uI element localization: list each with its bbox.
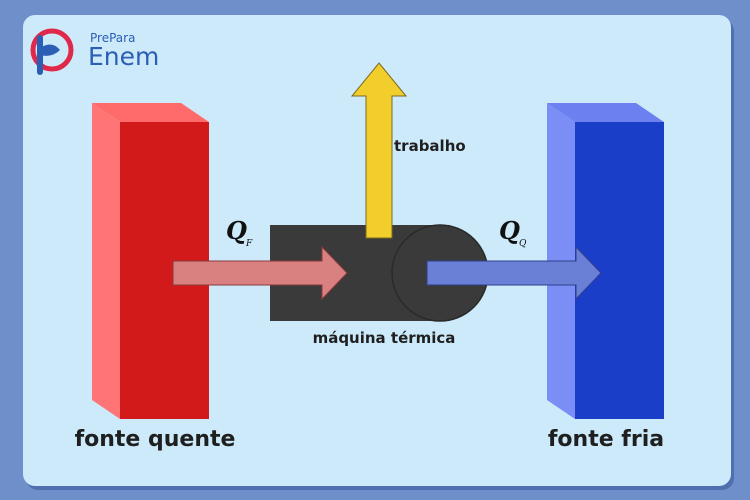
hot-source-label: fonte quente — [75, 427, 236, 452]
logo-icon — [30, 28, 74, 75]
work-arrow — [350, 62, 408, 239]
cold-heat-symbol: Q — [499, 216, 520, 245]
hot-heat-arrow — [172, 245, 348, 301]
work-label: trabalho — [394, 137, 466, 155]
engine-label: máquina térmica — [313, 329, 456, 347]
prepara-enem-logo: PrePara Enem — [30, 28, 159, 75]
hot-heat-symbol: Q — [226, 216, 247, 245]
logo-brand-main: Enem — [88, 42, 159, 71]
cold-source-label: fonte fria — [548, 427, 664, 452]
logo-brand-top: PrePara — [90, 31, 135, 45]
cold-heat-subscript: Q — [519, 239, 527, 249]
cold-heat-label: Q Q — [499, 216, 527, 249]
hot-heat-label: Q F — [226, 216, 253, 249]
hot-heat-subscript: F — [245, 239, 253, 249]
cold-heat-arrow — [426, 245, 602, 301]
